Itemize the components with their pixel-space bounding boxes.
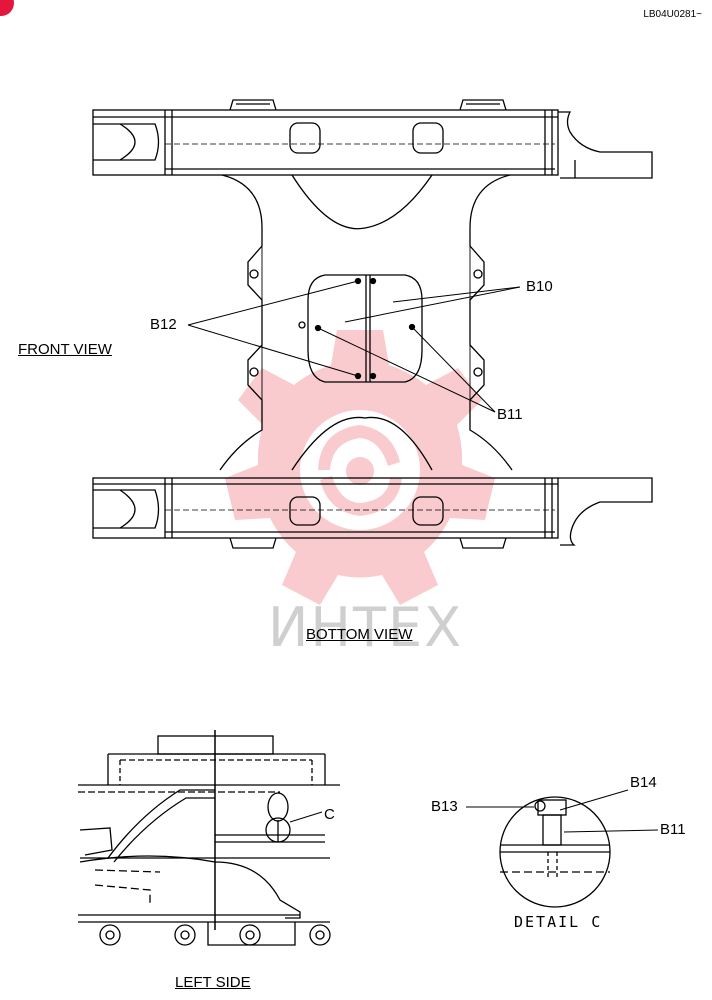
watermark-gear-icon [225,330,495,605]
front-view-label: FRONT VIEW [18,341,112,358]
top-side-rail [92,99,653,179]
detail-c-view [466,789,659,908]
left-side-label: LEFT SIDE [175,974,251,991]
leader-lines-front [187,280,521,413]
document-code: LB04U0281~ [643,9,702,20]
callout-c: C [324,806,335,823]
bottom-view-label: BOTTOM VIEW [306,626,413,643]
center-frame [219,174,513,471]
left-side-view [78,730,340,946]
detail-callout-b14: B14 [630,774,657,791]
bottom-side-rail [92,477,653,549]
detail-callout-b11: B11 [660,821,686,838]
detail-c-label: DETAIL C [514,913,603,931]
detail-callout-b13: B13 [431,798,458,815]
callout-b10: B10 [526,278,553,295]
callout-b12: B12 [150,316,177,333]
callout-b11: B11 [497,406,523,423]
watermark-text: ИНТЕХ [268,596,464,659]
